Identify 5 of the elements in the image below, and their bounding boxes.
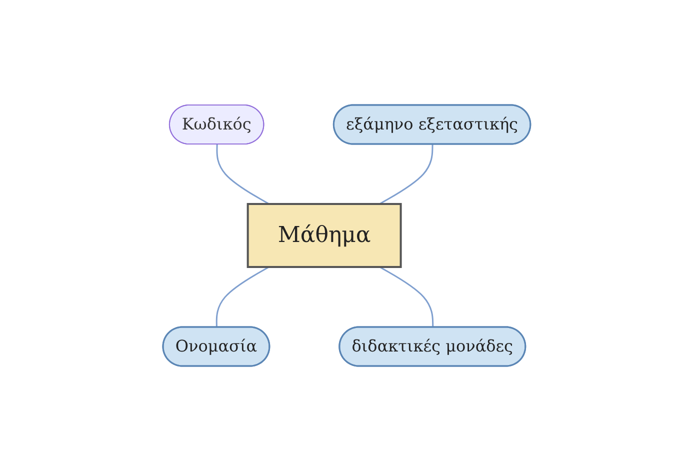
connector bbox=[216, 144, 270, 205]
connector bbox=[216, 266, 270, 328]
node-box: Μάθημα bbox=[247, 203, 402, 268]
connector bbox=[380, 266, 434, 328]
connector bbox=[379, 144, 434, 205]
